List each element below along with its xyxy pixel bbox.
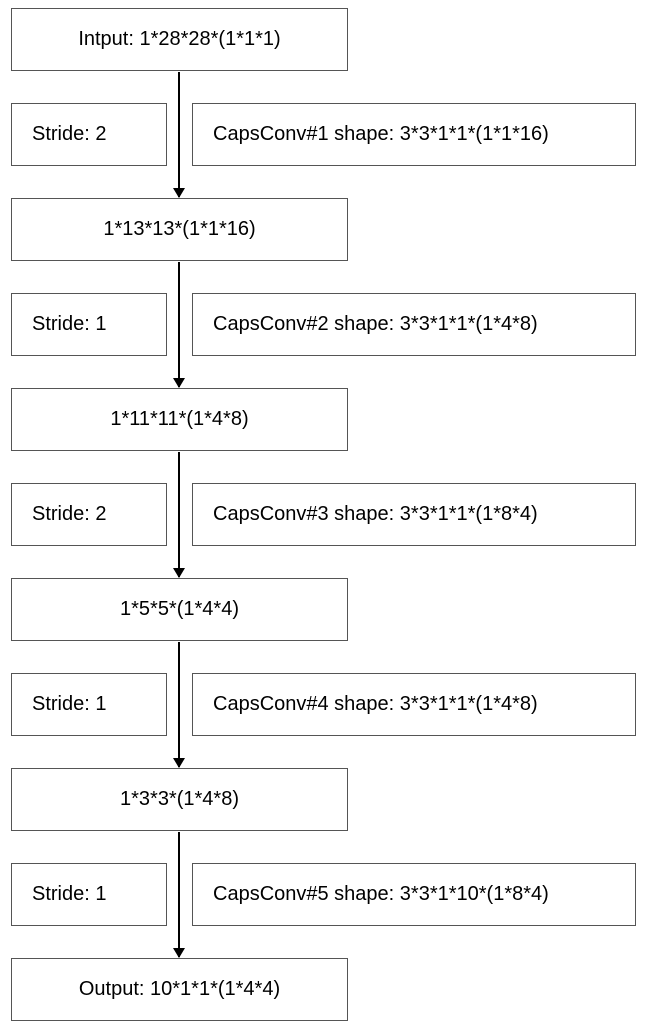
caps-conv-box-1: CapsConv#1 shape: 3*3*1*1*(1*1*16) [192, 103, 636, 166]
caps-conv-box-3: CapsConv#3 shape: 3*3*1*1*(1*8*4) [192, 483, 636, 546]
shape-node-3: 1*5*5*(1*4*4) [11, 578, 348, 641]
stride-box-3: Stride: 2 [11, 483, 167, 546]
stride-box-5: Stride: 1 [11, 863, 167, 926]
output-node: Output: 10*1*1*(1*4*4) [11, 958, 348, 1021]
shape-node-1: 1*13*13*(1*1*16) [11, 198, 348, 261]
stride-box-2: Stride: 1 [11, 293, 167, 356]
caps-conv-box-4: CapsConv#4 shape: 3*3*1*1*(1*4*8) [192, 673, 636, 736]
caps-conv-box-2: CapsConv#2 shape: 3*3*1*1*(1*4*8) [192, 293, 636, 356]
shape-node-4: 1*3*3*(1*4*8) [11, 768, 348, 831]
caps-conv-box-5: CapsConv#5 shape: 3*3*1*10*(1*8*4) [192, 863, 636, 926]
shape-node-2: 1*11*11*(1*4*8) [11, 388, 348, 451]
stride-box-1: Stride: 2 [11, 103, 167, 166]
input-node: Intput: 1*28*28*(1*1*1) [11, 8, 348, 71]
stride-box-4: Stride: 1 [11, 673, 167, 736]
